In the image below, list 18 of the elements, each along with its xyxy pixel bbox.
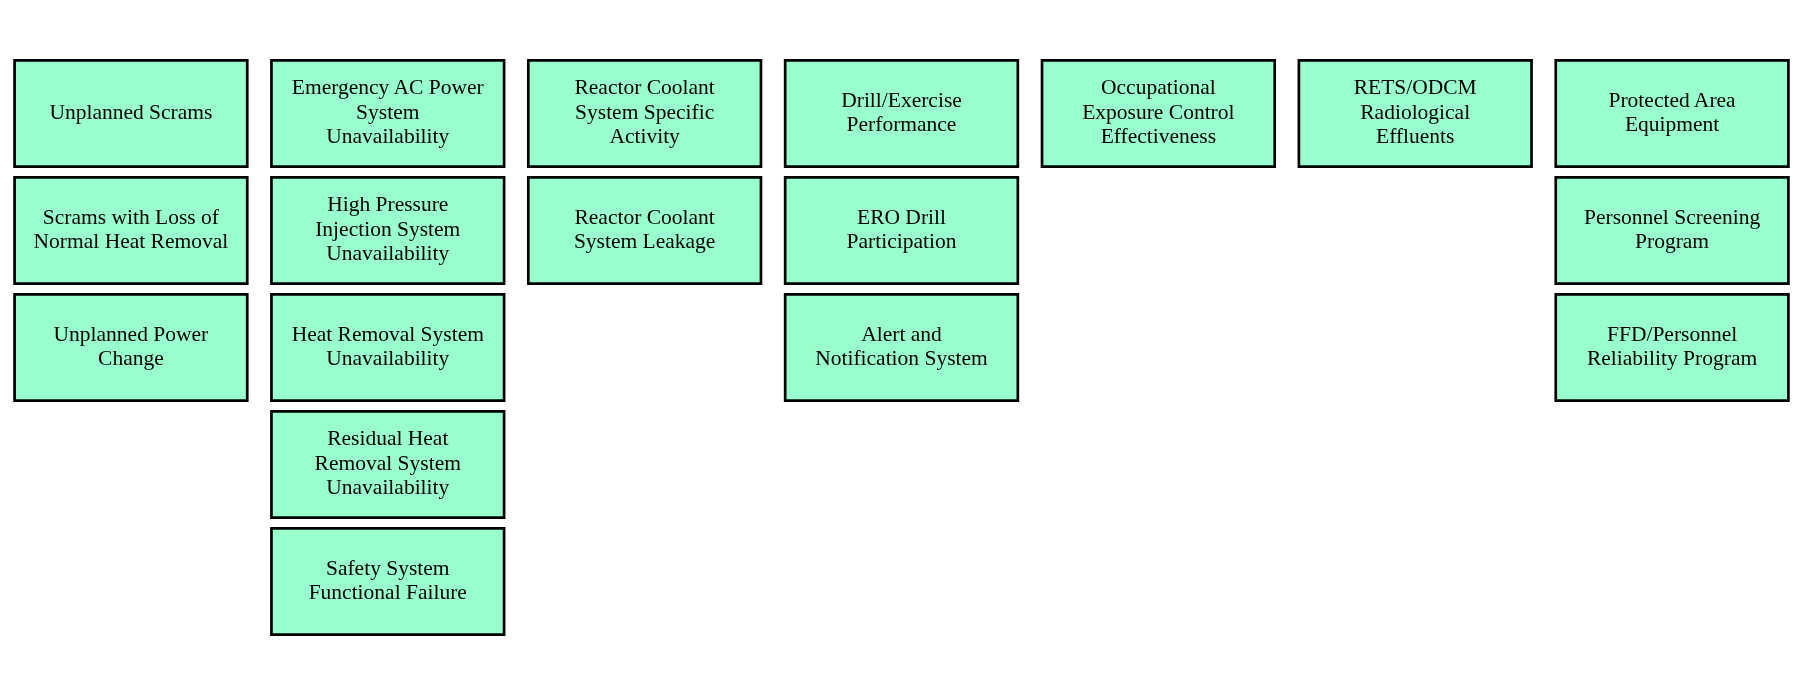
node-box: Unplanned Power Change: [13, 292, 249, 402]
node-box: Reactor Coolant System Leakage: [526, 175, 763, 285]
node-box: Personnel Screening Program: [1554, 175, 1790, 285]
node-box: Unplanned Scrams: [13, 58, 249, 168]
node-box: Heat Removal System Unavailability: [270, 292, 506, 402]
node-box: Protected Area Equipment: [1554, 58, 1790, 168]
node-box: Alert and Notification System: [783, 292, 1020, 402]
node-box: Drill/Exercise Performance: [783, 58, 1020, 168]
node-box: Reactor Coolant System Specific Activity: [526, 58, 763, 168]
node-box: Emergency AC Power System Unavailability: [270, 58, 506, 168]
node-box: Occupational Exposure Control Effectiveness: [1040, 58, 1277, 168]
node-box: Scrams with Loss of Normal Heat Removal: [13, 175, 249, 285]
node-box: High Pressure Injection System Unavailability: [270, 175, 506, 285]
node-box: Residual Heat Removal System Unavailability: [270, 409, 506, 519]
node-box: Safety System Functional Failure: [270, 526, 506, 636]
node-box: ERO Drill Participation: [783, 175, 1020, 285]
node-box: FFD/Personnel Reliability Program: [1554, 292, 1790, 402]
node-box: RETS/ODCM Radiological Effluents: [1297, 58, 1533, 168]
